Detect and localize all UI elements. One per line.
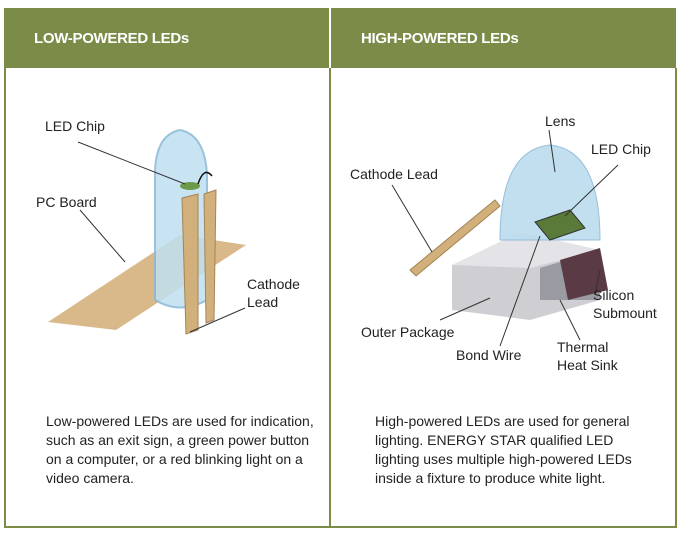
high-powered-led-illustration: [391, 129, 619, 347]
label-lens: Lens: [545, 113, 576, 129]
label-silicon-submount: Silicon Submount: [593, 287, 657, 321]
label-pc-board: PC Board: [36, 194, 97, 210]
high-powered-panel: [329, 68, 677, 528]
high-powered-description: High-powered LEDs are used for general l…: [375, 413, 632, 486]
header-low-powered: LOW-POWERED LEDs: [4, 8, 329, 68]
low-powered-description: Low-powered LEDs are used for indication…: [46, 413, 314, 486]
label-cathode-lead-left: Cathode Lead: [247, 276, 300, 310]
label-cathode-lead-right: Cathode Lead: [350, 166, 438, 182]
header-high-powered: HIGH-POWERED LEDs: [331, 8, 676, 68]
high-powered-title: HIGH-POWERED LEDs: [361, 29, 519, 47]
label-led-chip-left: LED Chip: [45, 118, 105, 134]
label-thermal-heat-sink: Thermal Heat Sink: [557, 339, 618, 373]
label-bond-wire: Bond Wire: [456, 347, 522, 363]
low-powered-led-illustration: [48, 128, 246, 335]
label-outer-package: Outer Package: [361, 324, 455, 340]
low-powered-title: LOW-POWERED LEDs: [34, 29, 189, 47]
label-led-chip-right: LED Chip: [591, 141, 651, 157]
